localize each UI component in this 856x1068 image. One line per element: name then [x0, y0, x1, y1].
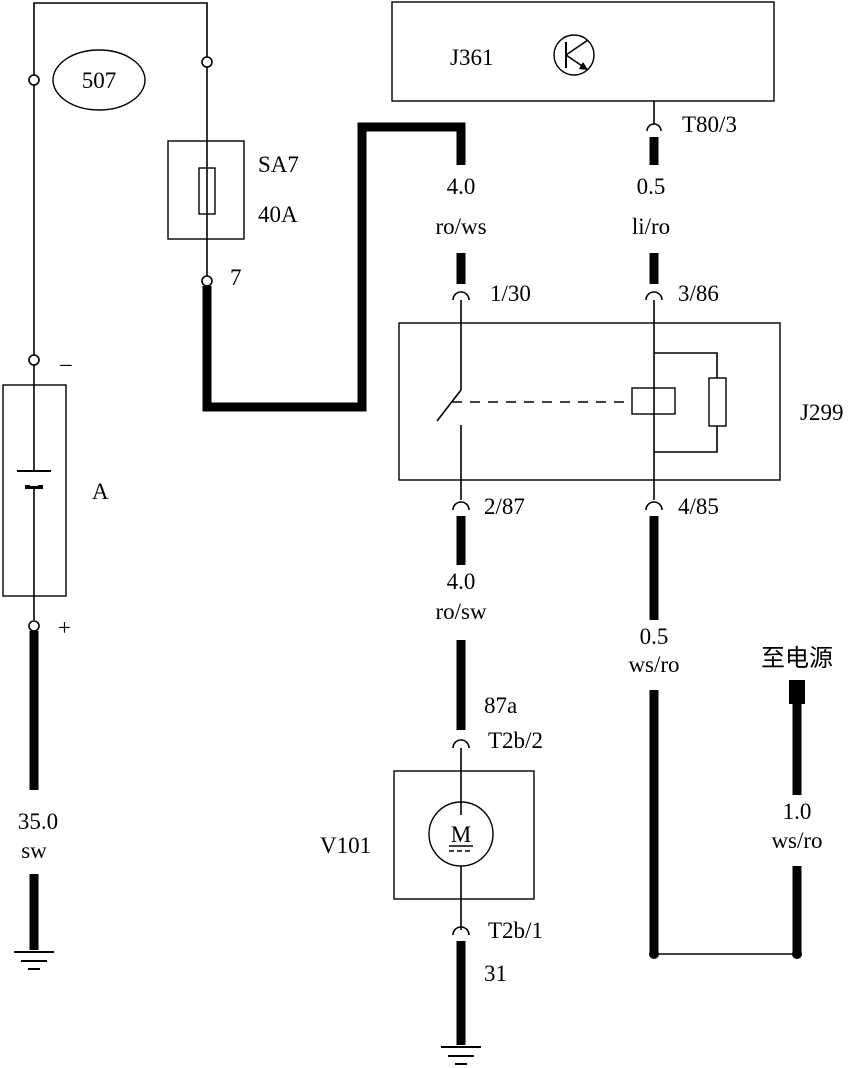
ground-icon — [441, 1046, 481, 1065]
motor-feed-wire-size: 4.0 — [447, 569, 476, 594]
connector-t2b-1 — [452, 926, 470, 936]
control-wire-color: li/ro — [632, 214, 670, 239]
fuse-name: SA7 — [258, 152, 299, 177]
fuse-icon — [167, 140, 245, 240]
battery-minus-node — [28, 354, 40, 366]
connector-1-30 — [452, 291, 470, 301]
control-wire-size: 0.5 — [637, 174, 666, 199]
relay-coil-out-wire-size: 0.5 — [640, 624, 669, 649]
control-unit-name: J361 — [450, 45, 493, 70]
connector-3-86 — [645, 291, 663, 301]
relay-box — [398, 322, 781, 481]
relay-coil-out-wire-color: ws/ro — [628, 652, 679, 677]
relay-pin-87-label: 2/87 — [484, 494, 525, 519]
motor-pin-top-label: 87a — [484, 693, 517, 718]
svg-text:507: 507 — [82, 68, 117, 93]
motor-feed-wire-color: ro/sw — [435, 599, 487, 624]
ground-icon — [14, 951, 54, 970]
power-feed-wire-size: 1.0 — [783, 799, 812, 824]
switch-icon — [436, 300, 462, 500]
power-feed-wire-color: ws/ro — [771, 828, 822, 853]
battery-plus-node — [28, 620, 40, 632]
control-unit-box — [391, 1, 775, 102]
battery-plus-label: + — [58, 615, 71, 640]
relay-pin-86-label: 3/86 — [678, 281, 719, 306]
motor-connector-bottom-label: T2b/1 — [488, 918, 543, 943]
resistor-icon — [708, 377, 727, 427]
svg-text:M: M — [451, 822, 471, 847]
relay-pin-30-label: 1/30 — [490, 281, 531, 306]
connector-t2b-2 — [452, 739, 470, 749]
power-connector — [789, 680, 805, 704]
control-connector-label: T80/3 — [682, 112, 737, 137]
motor-connector-top-label: T2b/2 — [488, 728, 543, 753]
power-source-label: 至电源 — [761, 644, 833, 672]
motor-name: V101 — [320, 833, 371, 858]
top-loop-wire — [33, 2, 208, 360]
relay-pin-85-label: 4/85 — [678, 494, 719, 519]
junction-node — [649, 949, 659, 959]
connector-t80-3 — [646, 123, 662, 132]
motor-box — [393, 770, 535, 900]
fuse-pin-label: 7 — [230, 265, 242, 290]
connector-2-87 — [452, 501, 470, 511]
terminal-node — [201, 56, 213, 68]
transistor-icon — [553, 34, 595, 76]
fuse-rating: 40A — [258, 202, 298, 227]
connector-4-85 — [645, 501, 663, 511]
relay-feed-wire-size: 4.0 — [447, 174, 476, 199]
relay-name: J299 — [800, 400, 843, 425]
battery-label: A — [92, 479, 109, 504]
terminal-node — [28, 74, 40, 86]
relay-feed-wire-color: ro/ws — [435, 214, 486, 239]
battery-ground-wire-size: 35.0 — [18, 809, 58, 834]
battery-minus-label: – — [59, 351, 72, 376]
circuit-number-bubble: 507 — [52, 49, 146, 111]
fuse-output-node — [201, 275, 213, 287]
fuse-to-relay-wire — [202, 122, 466, 412]
battery-ground-wire-color: sw — [21, 838, 47, 863]
relay-coil-icon — [631, 387, 676, 415]
motor-ground-term-label: 31 — [484, 961, 507, 986]
